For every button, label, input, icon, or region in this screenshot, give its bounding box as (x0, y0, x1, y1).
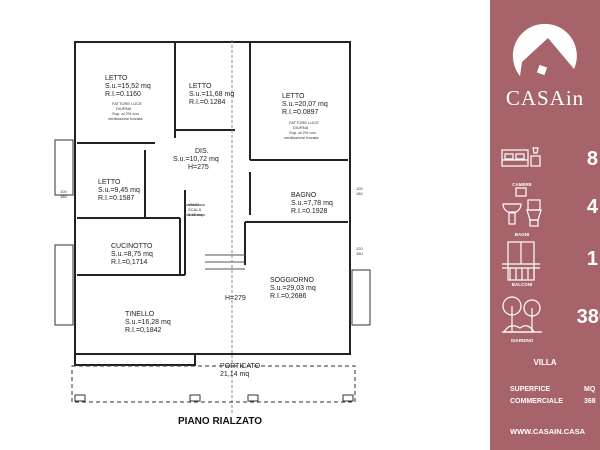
room-ri: R.I.=0.0897 (282, 109, 318, 116)
sidebar: CASAin CAMERE 8 BAGNI 4 BALCONI 1 GIARDI… (490, 0, 600, 450)
brand-name: CASAin (505, 86, 585, 110)
feature-bagni: BAGNI 4 (500, 186, 600, 237)
room-area: S.u.=8,75 mq (111, 251, 153, 258)
room-name: LETTO (105, 75, 128, 82)
stair-label: VANO (188, 202, 199, 207)
stairs (185, 204, 245, 270)
room-note: Sup. al 2% con (112, 111, 139, 116)
floor-plan: LETTO S.u.=15,52 mq R.I.=0.1160 FATTORE … (54, 40, 371, 427)
room-height: H=275 (188, 164, 209, 171)
room-note: Sup. al 2% con (289, 130, 316, 135)
room-note: FATTORE LUCE (112, 101, 142, 106)
room-name: LETTO (189, 83, 212, 90)
room-ri: R.I.=0,1714 (111, 259, 147, 266)
room-name: LETTO (282, 93, 305, 100)
bed-icon (501, 147, 541, 167)
logo-icon (512, 23, 577, 76)
room-area: S.u.=11,68 mq (189, 91, 234, 98)
porch-outline (71, 365, 356, 403)
window-label: 180 (60, 194, 67, 199)
room-note: ventilazione forzata (284, 135, 319, 140)
stair-label: SCALA (188, 207, 201, 212)
surface-value: 368 (584, 398, 596, 405)
feature-label: GIARDINO (510, 338, 534, 343)
room-area: S.u.=15,52 mq (105, 83, 151, 90)
surface-label: COMMERCIALE (510, 398, 563, 405)
feature-label: BALCONI (511, 282, 533, 287)
room-area: S.u.=16,28 mq (125, 319, 171, 326)
room-note: DIURNA (293, 125, 309, 130)
surface-unit: MQ (584, 386, 596, 393)
feature-value: 4 (586, 196, 598, 218)
website-link[interactable]: WWW.CASAIN.CASA (510, 427, 585, 436)
room-name: LETTO (98, 179, 121, 186)
feature-camere: CAMERE 8 (500, 142, 600, 192)
room-name: TINELLO (125, 311, 155, 318)
room-area: S.u.=29,03 mq (270, 285, 316, 292)
pillars (74, 394, 354, 402)
window-label: 180 (356, 191, 363, 196)
window-label: 180 (356, 251, 363, 256)
room-name: CUCINOTTO (111, 243, 153, 250)
side-stairs (54, 139, 371, 326)
room-ri: R.I.=0.1587 (98, 195, 134, 202)
room-note: FATTORE LUCE (289, 120, 319, 125)
room-area: 21,14 mq (220, 371, 249, 378)
window-label: 100 (60, 189, 67, 194)
balcony-icon (502, 241, 540, 281)
feature-value: 1 (586, 248, 598, 270)
room-name: BAGNO (291, 192, 317, 199)
height-label: H=279 (225, 295, 246, 302)
feature-label: CAMERE (512, 182, 532, 187)
feature-value: 8 (586, 148, 598, 170)
room-area: S.u.=20,07 mq (282, 101, 328, 108)
floor-title: PIANO RIALZATO (178, 416, 262, 427)
feature-giardino: GIARDINO 380 (500, 294, 600, 344)
walls (74, 41, 351, 366)
room-note: ventilazione forzata (108, 116, 143, 121)
garden-icon (502, 296, 542, 333)
room-ri: R.I.=0,2686 (270, 293, 306, 300)
surface-label: SUPERFICE (510, 386, 551, 393)
room-name: DIS. (195, 148, 209, 155)
room-ri: R.I.=0.1160 (105, 91, 141, 98)
feature-label: BAGNI (514, 232, 530, 237)
room-ri: R.I.=0,1842 (125, 327, 161, 334)
stair-label: 3,15 mq (188, 212, 202, 217)
room-area: S.u.=10,72 mq (173, 156, 219, 163)
room-area: S.u.=9,45 mq (98, 187, 140, 194)
window-label: 100 (356, 186, 363, 191)
bathroom-icon (502, 187, 542, 227)
room-name: PORTICATO (220, 363, 261, 370)
room-note: DIURNA (116, 106, 132, 111)
room-name: SOGGIORNO (270, 277, 315, 284)
feature-balconi: BALCONI 1 (500, 240, 600, 290)
property-type: VILLA (533, 358, 557, 367)
window-label: 120 (356, 246, 363, 251)
room-ri: R.I.=0.1928 (291, 208, 327, 215)
feature-value: 380 (576, 306, 600, 328)
room-ri: R.I.=0.1284 (189, 99, 225, 106)
room-area: S.u.=7,78 mq (291, 200, 333, 207)
